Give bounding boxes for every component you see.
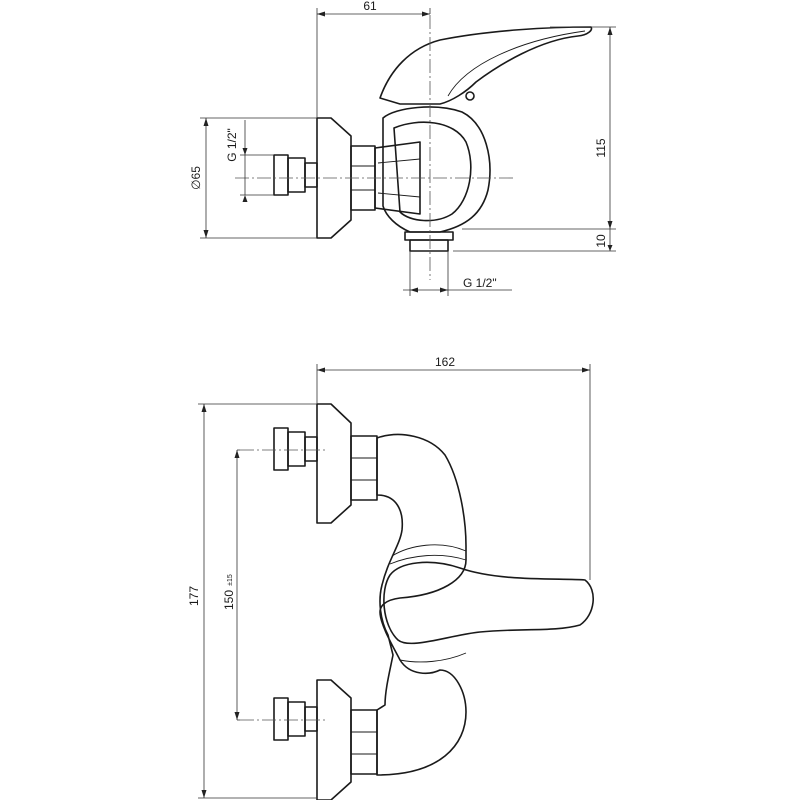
side-lever-pivot xyxy=(465,91,475,101)
dim-front-height-177: 177 xyxy=(187,586,201,606)
front-lower-hex-nut xyxy=(350,709,378,775)
dim-side-inlet-thread: G 1/2" xyxy=(225,128,239,162)
side-inlet-stub xyxy=(273,154,318,196)
side-arm xyxy=(374,141,421,215)
side-body xyxy=(382,106,491,233)
front-lever xyxy=(383,561,594,645)
front-lower-inlet-stub xyxy=(273,697,318,741)
front-view: 162 177 150 ±15 xyxy=(187,355,594,800)
dim-side-flange-diameter: ∅65 xyxy=(189,166,203,190)
dim-side-width-61: 61 xyxy=(363,0,377,13)
side-lever xyxy=(379,26,593,105)
front-upper-hex-nut xyxy=(350,435,378,501)
side-view: 61 115 10 ∅65 G 1/2" G 1/2" xyxy=(189,0,616,296)
dim-front-inlet-spacing: 150 xyxy=(222,590,236,610)
dim-side-outlet-thread: G 1/2" xyxy=(463,276,497,290)
dim-side-height-115: 115 xyxy=(594,138,608,157)
front-lower-flange xyxy=(316,679,352,800)
dim-front-width-162: 162 xyxy=(435,355,455,369)
front-body xyxy=(376,433,467,776)
front-upper-flange xyxy=(316,403,352,524)
dim-front-inlet-spacing-tolerance: ±15 xyxy=(227,574,234,586)
side-outlet-nut xyxy=(404,231,454,252)
dim-side-nut-10: 10 xyxy=(594,234,608,248)
front-upper-inlet-stub xyxy=(273,427,318,471)
side-body-inner xyxy=(393,121,472,222)
